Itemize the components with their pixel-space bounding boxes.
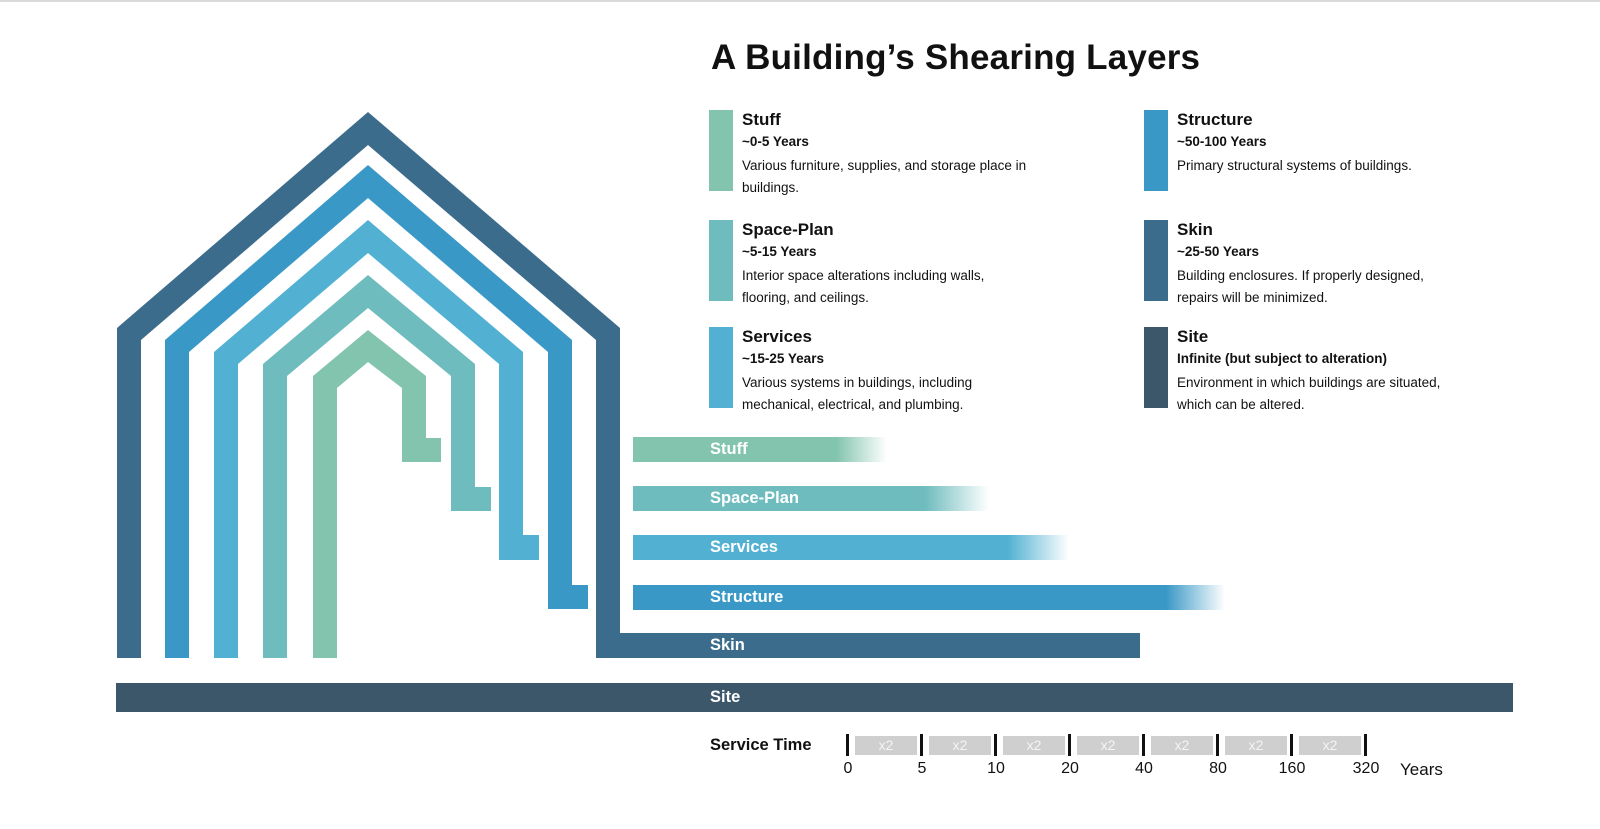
skin-swatch bbox=[1144, 220, 1168, 301]
scale-segment: x2 bbox=[855, 736, 917, 755]
space-plan-house-layer bbox=[263, 275, 491, 658]
stuff-house-layer bbox=[313, 330, 441, 658]
scale-unit-label: Years bbox=[1400, 760, 1443, 779]
scale-tick bbox=[920, 734, 923, 756]
space-plan-bar: Space-Plan bbox=[633, 486, 989, 511]
scale-tick-label: 5 bbox=[917, 760, 927, 777]
skin-bar-label: Skin bbox=[710, 636, 745, 654]
skin-bar-fade bbox=[620, 633, 1140, 658]
scale-segment: x2 bbox=[1225, 736, 1287, 755]
legend-skin-desc: Building enclosures. If properly designe… bbox=[1177, 268, 1424, 305]
scale-segment: x2 bbox=[1151, 736, 1213, 755]
structure-house-layer bbox=[165, 165, 588, 658]
legend-services-range: ~15-25 Years bbox=[742, 351, 824, 366]
site-bar-label: Site bbox=[710, 688, 741, 706]
scale-tick bbox=[1142, 734, 1145, 756]
legend-skin-range: ~25-50 Years bbox=[1177, 244, 1259, 259]
scale-segment: x2 bbox=[1299, 736, 1361, 755]
space-plan-bar-label: Space-Plan bbox=[710, 489, 799, 507]
services-bar-label: Services bbox=[710, 538, 778, 556]
legend-skin-name: Skin bbox=[1177, 220, 1213, 239]
stuff-bar: Stuff bbox=[633, 437, 887, 462]
scale-tick bbox=[994, 734, 997, 756]
scale-segment: x2 bbox=[929, 736, 991, 755]
structure-bar-label: Structure bbox=[710, 588, 784, 606]
site-swatch bbox=[1144, 327, 1168, 408]
legend-structure-desc: Primary structural systems of buildings. bbox=[1177, 158, 1412, 173]
scale-segment: x2 bbox=[1077, 736, 1139, 755]
legend-space-plan-desc: Interior space alterations including wal… bbox=[742, 268, 985, 305]
scale-tick bbox=[846, 734, 849, 756]
scale-tick-label: 160 bbox=[1278, 760, 1306, 777]
stuff-swatch bbox=[709, 110, 733, 191]
site-ground bbox=[116, 683, 1513, 712]
scale-tick bbox=[1364, 734, 1367, 756]
legend-structure-range: ~50-100 Years bbox=[1177, 134, 1267, 149]
scale-tick-label: 40 bbox=[1135, 760, 1153, 777]
scale-tick-label: 320 bbox=[1352, 760, 1380, 777]
structure-swatch bbox=[1144, 110, 1168, 191]
legend-site-range: Infinite (but subject to alteration) bbox=[1177, 351, 1387, 366]
legend-structure-name: Structure bbox=[1177, 110, 1253, 129]
scale-tick bbox=[1068, 734, 1071, 756]
scale-tick-label: 10 bbox=[987, 760, 1005, 777]
scale-tick bbox=[1290, 734, 1293, 756]
scale-tick-label: 20 bbox=[1061, 760, 1079, 777]
scale-segment: x2 bbox=[1003, 736, 1065, 755]
legend-stuff-desc: Various furniture, supplies, and storage… bbox=[742, 158, 1027, 195]
legend-site-name: Site bbox=[1177, 327, 1209, 346]
services-bar: Services bbox=[633, 535, 1069, 560]
legend-site-desc: Environment in which buildings are situa… bbox=[1177, 375, 1441, 412]
service-time-label: Service Time bbox=[710, 736, 812, 754]
scale-tick-label: 80 bbox=[1209, 760, 1227, 777]
scale-tick bbox=[1216, 734, 1219, 756]
top-divider bbox=[0, 0, 1600, 2]
legend-space-plan-name: Space-Plan bbox=[742, 220, 834, 239]
structure-bar: Structure bbox=[633, 585, 1225, 610]
legend-space-plan-range: ~5-15 Years bbox=[742, 244, 817, 259]
page-title: A Building’s Shearing Layers bbox=[711, 38, 1201, 77]
services-swatch bbox=[709, 327, 733, 408]
legend-services-name: Services bbox=[742, 327, 812, 346]
legend-stuff-name: Stuff bbox=[742, 110, 781, 129]
legend-services-desc: Various systems in buildings, including … bbox=[742, 375, 973, 412]
legend-stuff-range: ~0-5 Years bbox=[742, 134, 809, 149]
scale-tick-label: 0 bbox=[843, 760, 853, 777]
stuff-bar-label: Stuff bbox=[710, 440, 748, 458]
space-plan-swatch bbox=[709, 220, 733, 301]
